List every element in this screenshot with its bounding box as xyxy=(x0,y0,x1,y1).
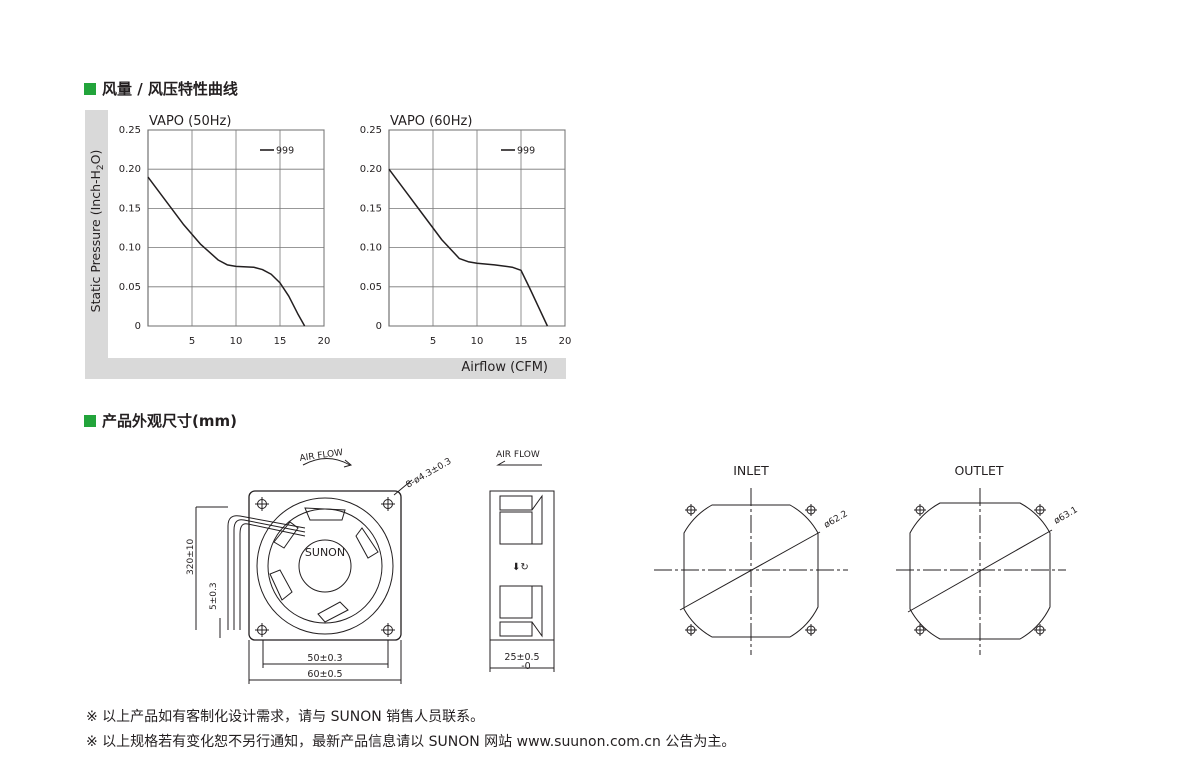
chart-title: VAPO (50Hz) xyxy=(149,114,231,129)
x-tick-label: 15 xyxy=(274,336,287,347)
depth-dim-bottom: -0 xyxy=(521,661,530,672)
note-custom-design: ※ 以上产品如有客制化设计需求，请与 SUNON 销售人员联系。 xyxy=(86,709,485,725)
outlet-dia-line xyxy=(907,529,1053,613)
legend-label: 999 xyxy=(517,146,535,157)
airflow-pressure-charts: Static Pressure (Inch-H2O) Airflow (CFM)… xyxy=(85,110,572,379)
airflow-label-side: AIR FLOW xyxy=(496,450,540,460)
x-tick-label: 20 xyxy=(318,336,331,347)
depth-dim-top: 25±0.5 xyxy=(504,652,539,663)
lead-wire xyxy=(239,523,306,630)
lead-wire xyxy=(233,519,306,630)
section-title-text: 产品外观尺寸(mm) xyxy=(102,412,237,430)
inlet-diameter: ø62.2 xyxy=(823,509,850,530)
mount-hole-icon xyxy=(685,504,697,516)
fan-blade xyxy=(317,601,349,623)
y-tick-label: 0.05 xyxy=(119,282,141,293)
strip-length-dim: 5±0.3 xyxy=(209,582,219,610)
rotation-arrow-icon: ⬇↻ xyxy=(512,562,529,573)
airflow-arc xyxy=(302,458,351,466)
y-tick-label: 0.20 xyxy=(119,164,141,175)
y-tick-label: 0.25 xyxy=(119,125,141,136)
lead-wire xyxy=(227,515,306,630)
brand-label: SUNON xyxy=(305,546,345,559)
mount-hole-icon xyxy=(381,623,395,637)
series-line xyxy=(388,168,549,327)
green-square-icon xyxy=(84,414,96,427)
side-frame xyxy=(489,490,555,641)
inlet-label: INLET xyxy=(733,463,769,478)
note-spec-change: ※ 以上规格若有变化恕不另行通知，最新产品信息请以 SUNON 网站 www.s… xyxy=(86,734,736,750)
hole-leader xyxy=(393,479,413,496)
y-tick-label: 0.10 xyxy=(119,243,141,254)
x-tick-label: 5 xyxy=(189,336,195,347)
section-title-dimensions: 产品外观尺寸(mm) xyxy=(84,410,237,431)
fan-frame xyxy=(248,490,402,641)
outlet-view: OUTLET ø63.1 xyxy=(896,463,1080,655)
fan-hub xyxy=(298,539,352,593)
y-tick-label: 0.25 xyxy=(360,125,382,136)
legend-label: 999 xyxy=(276,146,294,157)
y-tick-label: 0.05 xyxy=(360,282,382,293)
dimension-drawing: AIR FLOW 8-ø4.3±0.3 SUNON 320±10 5±0 xyxy=(186,448,1080,684)
chart-50hz: 5 10 15 20 0 0.05 0.10 0.15 0.20 0.25 VAPO (50Hz) 9… xyxy=(119,114,331,347)
airflow-label-front: AIR FLOW xyxy=(299,448,344,464)
y-tick-label: 0.10 xyxy=(360,243,382,254)
mount-hole-icon xyxy=(685,624,697,636)
series-line xyxy=(147,176,306,327)
fan-front-view: AIR FLOW 8-ø4.3±0.3 SUNON 320±10 5±0 xyxy=(186,448,453,684)
fan-inner-ring xyxy=(267,508,383,624)
x-tick-label: 5 xyxy=(430,336,436,347)
airflow-arrow-icon xyxy=(343,459,353,468)
x-axis-label: Airflow (CFM) xyxy=(461,360,548,375)
fan-blade xyxy=(355,527,379,559)
chart-title: VAPO (60Hz) xyxy=(390,114,472,129)
y-tick-label: 0.15 xyxy=(119,203,141,214)
fan-blade xyxy=(304,507,346,521)
mount-hole-icon xyxy=(805,624,817,636)
mount-hole-icon xyxy=(381,497,395,511)
inlet-dia-line xyxy=(679,531,821,611)
mount-hole-icon xyxy=(914,624,926,636)
inlet-outline xyxy=(683,504,819,638)
x-tick-label: 15 xyxy=(515,336,528,347)
chart-60hz: 5 10 15 20 0 0.05 0.10 0.15 0.20 0.25 VAPO (60Hz) 9… xyxy=(360,114,572,347)
y-tick-label: 0 xyxy=(135,321,141,332)
fan-blade xyxy=(273,521,299,549)
section-title-curves: 风量 / 风压特性曲线 xyxy=(84,78,238,99)
y-tick-label: 0.20 xyxy=(360,164,382,175)
y-tick-label: 0.15 xyxy=(360,203,382,214)
mount-hole-icon xyxy=(914,504,926,516)
mount-hole-icon xyxy=(255,623,269,637)
inner-dim: 50±0.3 xyxy=(307,653,342,664)
outlet-diameter: ø63.1 xyxy=(1053,505,1080,526)
outlet-outline xyxy=(909,502,1051,640)
x-tick-label: 20 xyxy=(559,336,572,347)
outlet-label: OUTLET xyxy=(954,463,1003,478)
mount-hole-icon xyxy=(1034,504,1046,516)
inlet-view: INLET ø62.2 xyxy=(654,463,850,655)
hole-note: 8-ø4.3±0.3 xyxy=(405,457,454,491)
outer-dim: 60±0.5 xyxy=(307,669,342,680)
fan-blade xyxy=(269,569,293,601)
fan-side-view: AIR FLOW ⬇↻ 25±0.5 -0 xyxy=(489,450,555,672)
mount-hole-icon xyxy=(255,497,269,511)
x-tick-label: 10 xyxy=(230,336,243,347)
fan-outer-ring xyxy=(256,497,394,635)
mount-hole-icon xyxy=(805,504,817,516)
green-square-icon xyxy=(84,82,96,95)
airflow-side-arrow-icon xyxy=(496,460,542,466)
mount-hole-icon xyxy=(1034,624,1046,636)
y-tick-label: 0 xyxy=(376,321,382,332)
y-axis-label: Static Pressure (Inch-H2O) xyxy=(88,150,106,313)
section-title-text: 风量 / 风压特性曲线 xyxy=(102,80,238,98)
x-tick-label: 10 xyxy=(471,336,484,347)
lead-length-dim: 320±10 xyxy=(186,539,196,575)
